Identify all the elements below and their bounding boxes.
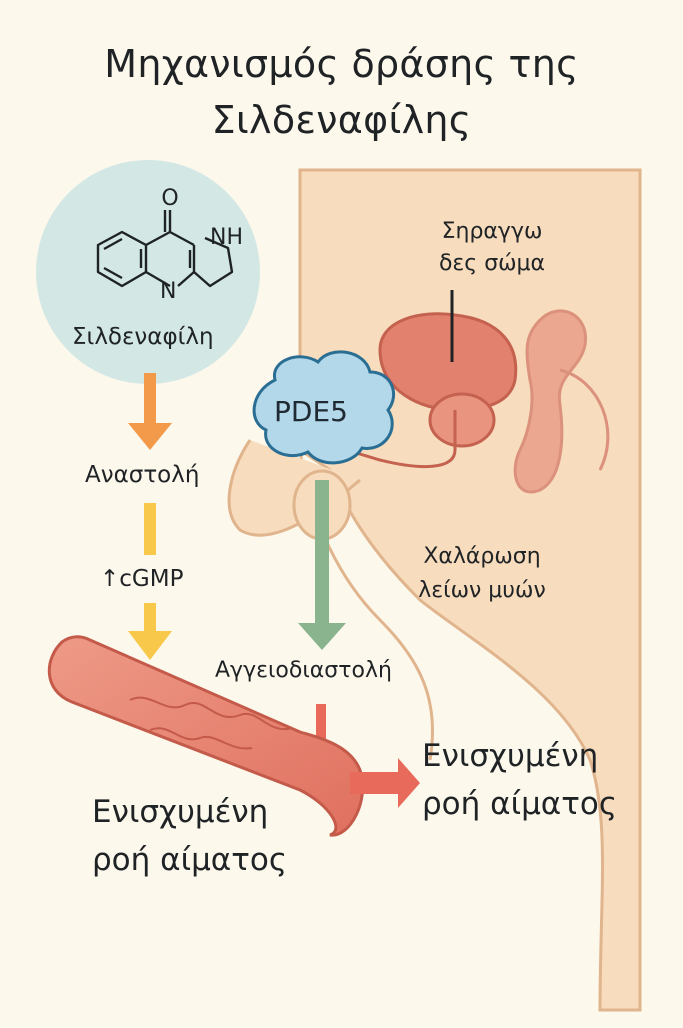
outcome-right-line2: ροή αίματος [422,786,618,822]
vessel-wave [129,696,293,750]
atom-nh: NH [210,225,243,250]
vasodilation-arrow-shaft [315,480,329,625]
vasodilation-arrow-head [298,623,346,650]
vasodilation-label: Αγγειοδιαστολή [215,658,392,683]
cgmp-arrow-shaft [144,603,156,633]
prostate [428,392,496,448]
relaxation-label-line2: λείων μυών [418,578,546,603]
pde5-label: PDE5 [274,395,348,428]
inhibition-label: Αναστολή [85,462,200,488]
outcome-left-line1: Ενισχυμένη [92,794,269,830]
corpus-label-line1: Σηραγγω [441,219,543,244]
outcome-left-line2: ροή αίματος [92,842,288,878]
vessel-connector [316,704,326,750]
molecule-label: Σιλδεναφίλη [72,324,214,350]
rectum [513,309,587,494]
inhibition-arrow-head [128,423,172,450]
page-title-line2: Σιλδεναφίλης [211,98,472,142]
corpus-label-line2: δες σώμα [438,251,546,276]
corpus-label: Σηραγγω δες σώμα [402,216,582,280]
atom-o: O [161,186,178,211]
outcome-left: Ενισχυμένη ροή αίματος [92,788,287,884]
sildenafil-structure [96,210,234,288]
atom-n: N [160,279,176,304]
cgmp-arrow-shaft-top [144,503,156,555]
rectum-tail [559,368,610,471]
bladder [378,312,518,412]
cgmp-label: ↑cGMP [100,566,184,592]
page-title-line1: Μηχανισμός δράσης της [104,42,579,86]
relaxation-label-line1: Χαλάρωση [423,544,541,569]
flow-arrow-shaft [350,772,400,794]
inhibition-arrow-shaft [144,373,156,425]
pde5-cloud [252,350,396,465]
relaxation-label: Χαλάρωση λείων μυών [382,540,582,608]
cgmp-arrow-head [128,631,172,660]
outcome-right: Ενισχυμένη ροή αίματος [422,732,617,828]
outcome-right-line1: Ενισχυμένη [422,738,599,774]
flow-arrow-head [398,758,420,808]
urethra [329,410,457,469]
